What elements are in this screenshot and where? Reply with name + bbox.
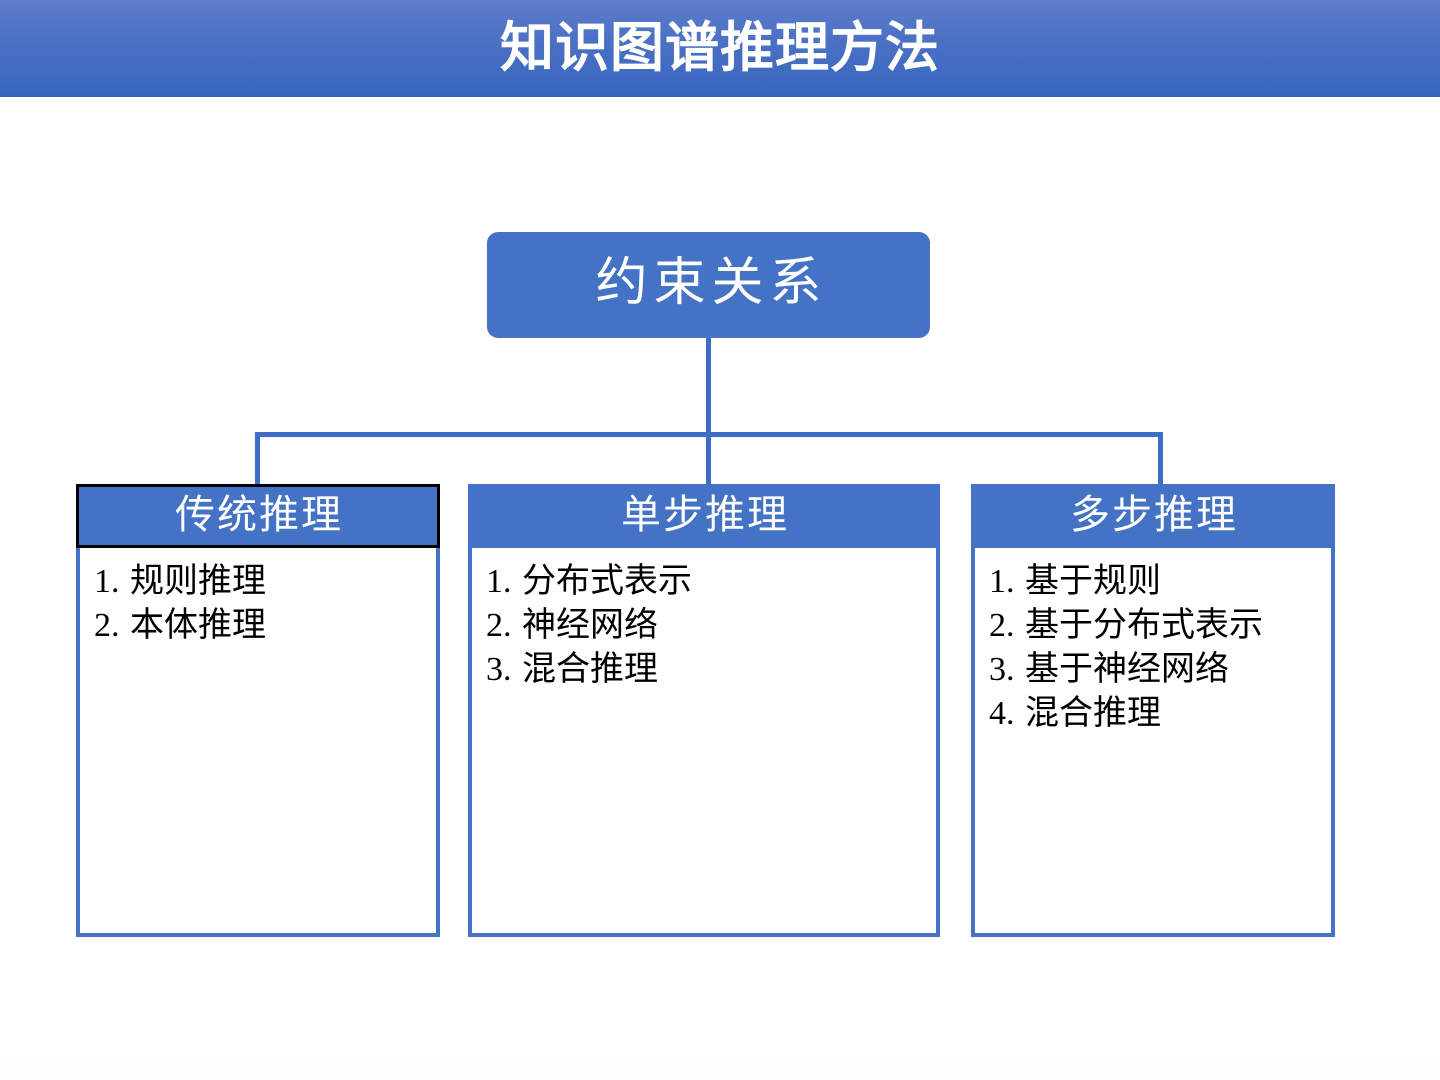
card-header-label: 单步推理 [468, 484, 940, 548]
list-item: 4. 混合推理 [989, 692, 1323, 736]
list-item-number: 4. [989, 695, 1015, 732]
list-item-label: 混合推理 [1025, 695, 1161, 732]
list-item-number: 2. [989, 607, 1015, 644]
list-item-number: 1. [989, 563, 1015, 600]
list-item-label: 基于神经网络 [1025, 651, 1229, 688]
card-body: 1. 基于规则 2. 基于分布式表示 3. 基于神经网络 4. 混合推理 [971, 548, 1335, 937]
list-item-label: 基于规则 [1025, 563, 1161, 600]
list-item-label: 本体推理 [130, 607, 266, 644]
title-banner: 知识图谱推理方法 [0, 0, 1440, 97]
list-item: 3. 基于神经网络 [989, 648, 1323, 692]
list-item: 1. 基于规则 [989, 560, 1323, 604]
root-node-label: 约束关系 [595, 255, 828, 312]
card-item-list: 1. 基于规则 2. 基于分布式表示 3. 基于神经网络 4. 混合推理 [989, 560, 1323, 736]
card-item-list: 1. 规则推理 2. 本体推理 [94, 560, 428, 648]
card-item-list: 1. 分布式表示 2. 神经网络 3. 混合推理 [486, 560, 928, 692]
category-card-single-step-reasoning[interactable]: 单步推理 1. 分布式表示 2. 神经网络 3. 混合推理 [468, 484, 940, 937]
list-item: 1. 规则推理 [94, 560, 428, 604]
list-item: 3. 混合推理 [486, 648, 928, 692]
list-item-label: 分布式表示 [522, 563, 692, 600]
list-item: 1. 分布式表示 [486, 560, 928, 604]
card-body: 1. 分布式表示 2. 神经网络 3. 混合推理 [468, 548, 940, 937]
category-card-traditional-reasoning[interactable]: 传统推理 1. 规则推理 2. 本体推理 [76, 484, 440, 937]
card-header-label: 传统推理 [76, 484, 440, 548]
list-item-number: 3. [486, 651, 512, 688]
list-item-number: 1. [94, 563, 120, 600]
list-item-label: 神经网络 [522, 607, 658, 644]
list-item-label: 规则推理 [130, 563, 266, 600]
connector-drop-left [255, 432, 260, 484]
list-item-label: 混合推理 [522, 651, 658, 688]
list-item-label: 基于分布式表示 [1025, 607, 1263, 644]
category-card-multi-step-reasoning[interactable]: 多步推理 1. 基于规则 2. 基于分布式表示 3. 基于神经网络 4. 混合推理 [971, 484, 1335, 937]
root-node-constraint-relation[interactable]: 约束关系 [487, 232, 930, 338]
page-title: 知识图谱推理方法 [500, 16, 940, 79]
list-item-number: 3. [989, 651, 1015, 688]
list-item: 2. 神经网络 [486, 604, 928, 648]
footer-strip [0, 1055, 1440, 1080]
connector-trunk-vertical [706, 338, 711, 437]
card-header-label: 多步推理 [971, 484, 1335, 548]
connector-drop-middle [706, 432, 711, 484]
list-item: 2. 基于分布式表示 [989, 604, 1323, 648]
connector-drop-right [1158, 432, 1163, 484]
card-body: 1. 规则推理 2. 本体推理 [76, 548, 440, 937]
list-item: 2. 本体推理 [94, 604, 428, 648]
list-item-number: 2. [486, 607, 512, 644]
list-item-number: 1. [486, 563, 512, 600]
list-item-number: 2. [94, 607, 120, 644]
